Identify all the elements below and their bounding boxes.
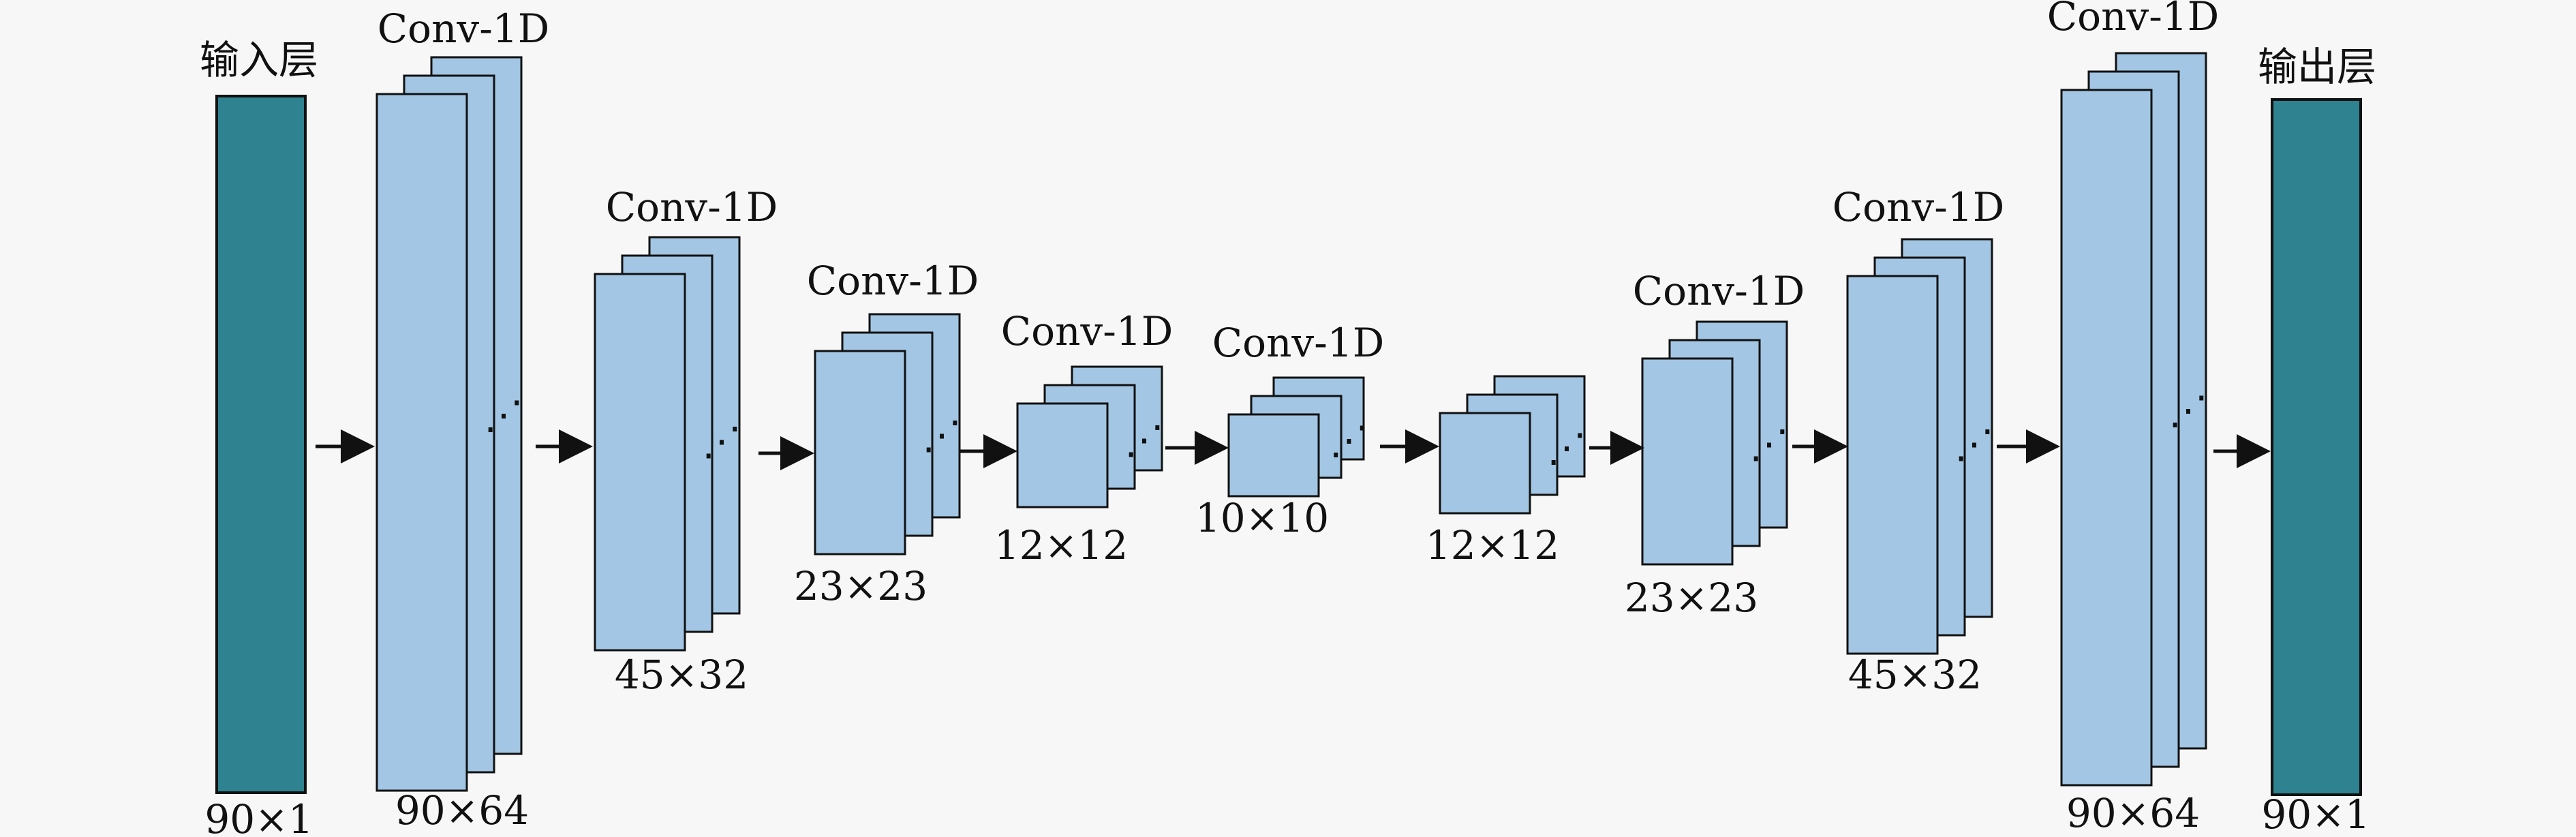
conv3-title: Conv-1D — [807, 258, 979, 304]
layer-conv9: ⋰ Conv-1D 90×64 — [2047, 0, 2219, 836]
layer-conv6: ⋰ 12×12 — [1426, 375, 1586, 568]
conv6-ellipsis: ⋰ — [1547, 425, 1586, 471]
layers-group: 输入层 90×1 ⋰ Conv-1D 90×64 ⋰ Conv-1D 45×32 ⋰ Conv-1… — [200, 0, 2376, 837]
conv8-dims: 45×32 — [1848, 652, 1982, 698]
conv7-title: Conv-1D — [1633, 268, 1805, 314]
layer-output: 输出层 90×1 — [2258, 44, 2376, 837]
output-block — [2271, 98, 2362, 796]
conv6-sheet-1 — [1439, 412, 1531, 515]
conv4-ellipsis: ⋰ — [1124, 416, 1164, 463]
layer-conv8: ⋰ Conv-1D 45×32 — [1833, 184, 2004, 698]
conv2-sheet-1 — [594, 273, 686, 652]
conv7-dims: 23×23 — [1625, 575, 1758, 621]
layer-conv1: ⋰ Conv-1D 90×64 — [375, 5, 549, 834]
conv5-title: Conv-1D — [1212, 320, 1384, 366]
conv1-title: Conv-1D — [378, 5, 549, 52]
conv9-ellipsis: ⋰ — [2168, 387, 2208, 433]
conv8-sheet-1 — [1846, 275, 1939, 655]
conv7-ellipsis: ⋰ — [1749, 421, 1789, 467]
layer-conv3: ⋰ Conv-1D 23×23 — [794, 258, 979, 609]
conv6-dims: 12×12 — [1426, 522, 1559, 568]
conv1-sheet-1 — [375, 93, 468, 792]
conv5-sheet-1 — [1227, 413, 1320, 498]
input-title: 输入层 — [200, 37, 318, 83]
output-dims: 90×1 — [2261, 791, 2370, 837]
conv1-ellipsis: ⋰ — [484, 392, 523, 438]
input-dims: 90×1 — [204, 796, 313, 837]
arrows-group — [316, 429, 2271, 470]
layer-input: 输入层 90×1 — [200, 37, 318, 837]
conv9-title: Conv-1D — [2047, 0, 2219, 40]
layer-conv5: ⋰ Conv-1D 10×10 — [1195, 320, 1384, 541]
conv9-dims: 90×64 — [2066, 790, 2200, 836]
conv8-title: Conv-1D — [1833, 184, 2004, 230]
conv8-ellipsis: ⋰ — [1954, 421, 1994, 467]
conv9-sheet-1 — [2060, 89, 2153, 787]
conv4-title: Conv-1D — [1001, 308, 1173, 354]
output-title: 输出层 — [2258, 44, 2376, 90]
conv2-title: Conv-1D — [606, 184, 778, 230]
conv2-ellipsis: ⋰ — [702, 418, 741, 464]
input-block — [215, 95, 307, 794]
conv5-ellipsis: ⋰ — [1330, 417, 1369, 463]
conv3-sheet-1 — [814, 350, 906, 556]
conv3-ellipsis: ⋰ — [922, 412, 962, 458]
conv1-dims: 90×64 — [395, 787, 529, 834]
conv5-dims: 10×10 — [1195, 495, 1329, 541]
conv3-dims: 23×23 — [794, 563, 927, 609]
conv7-sheet-1 — [1641, 357, 1734, 566]
layer-conv7: ⋰ Conv-1D 23×23 — [1625, 268, 1805, 621]
conv4-sheet-1 — [1016, 402, 1109, 508]
layer-conv4: ⋰ Conv-1D 12×12 — [994, 308, 1173, 568]
layer-conv2: ⋰ Conv-1D 45×32 — [594, 184, 778, 698]
conv2-dims: 45×32 — [615, 652, 748, 698]
conv4-dims: 12×12 — [994, 522, 1128, 568]
